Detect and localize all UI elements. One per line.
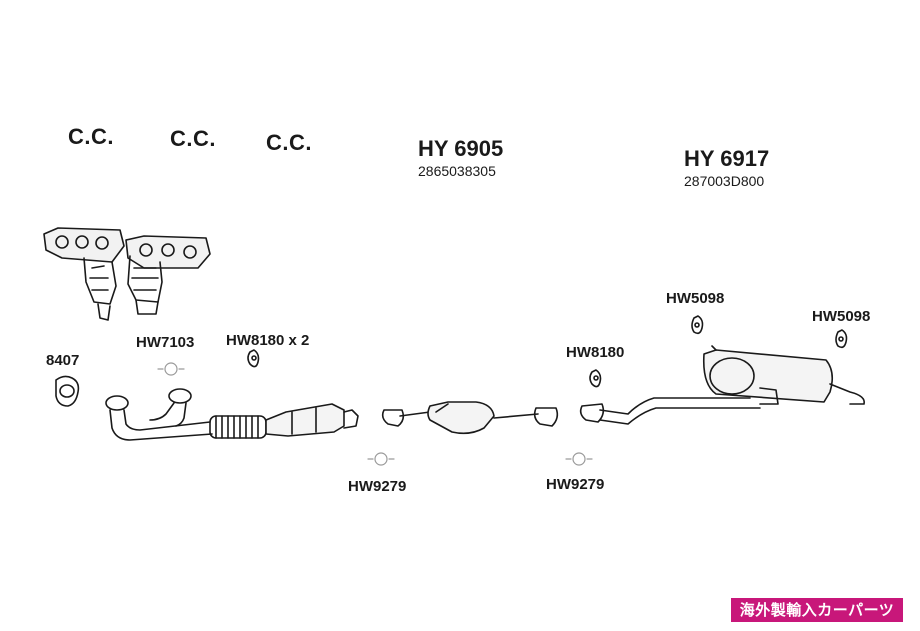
exhaust-manifold-1: [43, 227, 125, 321]
hanger-hw8180: [589, 369, 602, 388]
front-y-pipe: [105, 388, 213, 441]
hanger-hw5098-2: [835, 329, 848, 349]
part-label-front-joint: HW7103: [136, 334, 195, 351]
flex-pipe: [209, 415, 267, 439]
hanger-hw5098-1: [691, 315, 704, 335]
exhaust-manifold-2: [125, 235, 211, 315]
part-label-flange-joint-2: HW9279: [546, 476, 605, 493]
front-catalytic-converter: [265, 403, 359, 437]
joint-hw9279-1: [367, 452, 395, 466]
front-section-oem: 2865038305: [418, 163, 496, 179]
engine-label-3: C.C.: [266, 130, 312, 155]
intermediate-pipe-hy6905: [381, 401, 559, 435]
brand-badge: 海外製輸入カーパーツ: [731, 598, 903, 622]
front-section-ref: HY 6905: [418, 136, 504, 161]
part-label-rear-hanger-1: HW5098: [666, 290, 725, 307]
joint-hw7103: [157, 362, 185, 376]
engine-label-2: C.C.: [170, 126, 216, 151]
engine-label-1: C.C.: [68, 124, 114, 149]
joint-hw9279-2: [565, 452, 593, 466]
part-label-mid-hanger: HW8180: [566, 344, 625, 361]
rear-section-oem: 287003D800: [684, 173, 765, 189]
part-label-flange-joint-1: HW9279: [348, 478, 407, 495]
hanger-hw8180-pair: [247, 349, 260, 368]
rear-pipe-with-muffler-hy6917: [579, 345, 866, 425]
gasket-8407: [55, 375, 80, 407]
part-label-rear-hanger-2: HW5098: [812, 308, 871, 325]
part-label-front-hangers: HW8180 x 2: [226, 332, 310, 349]
rear-section-ref: HY 6917: [684, 146, 770, 171]
part-label-gasket: 8407: [46, 352, 80, 369]
